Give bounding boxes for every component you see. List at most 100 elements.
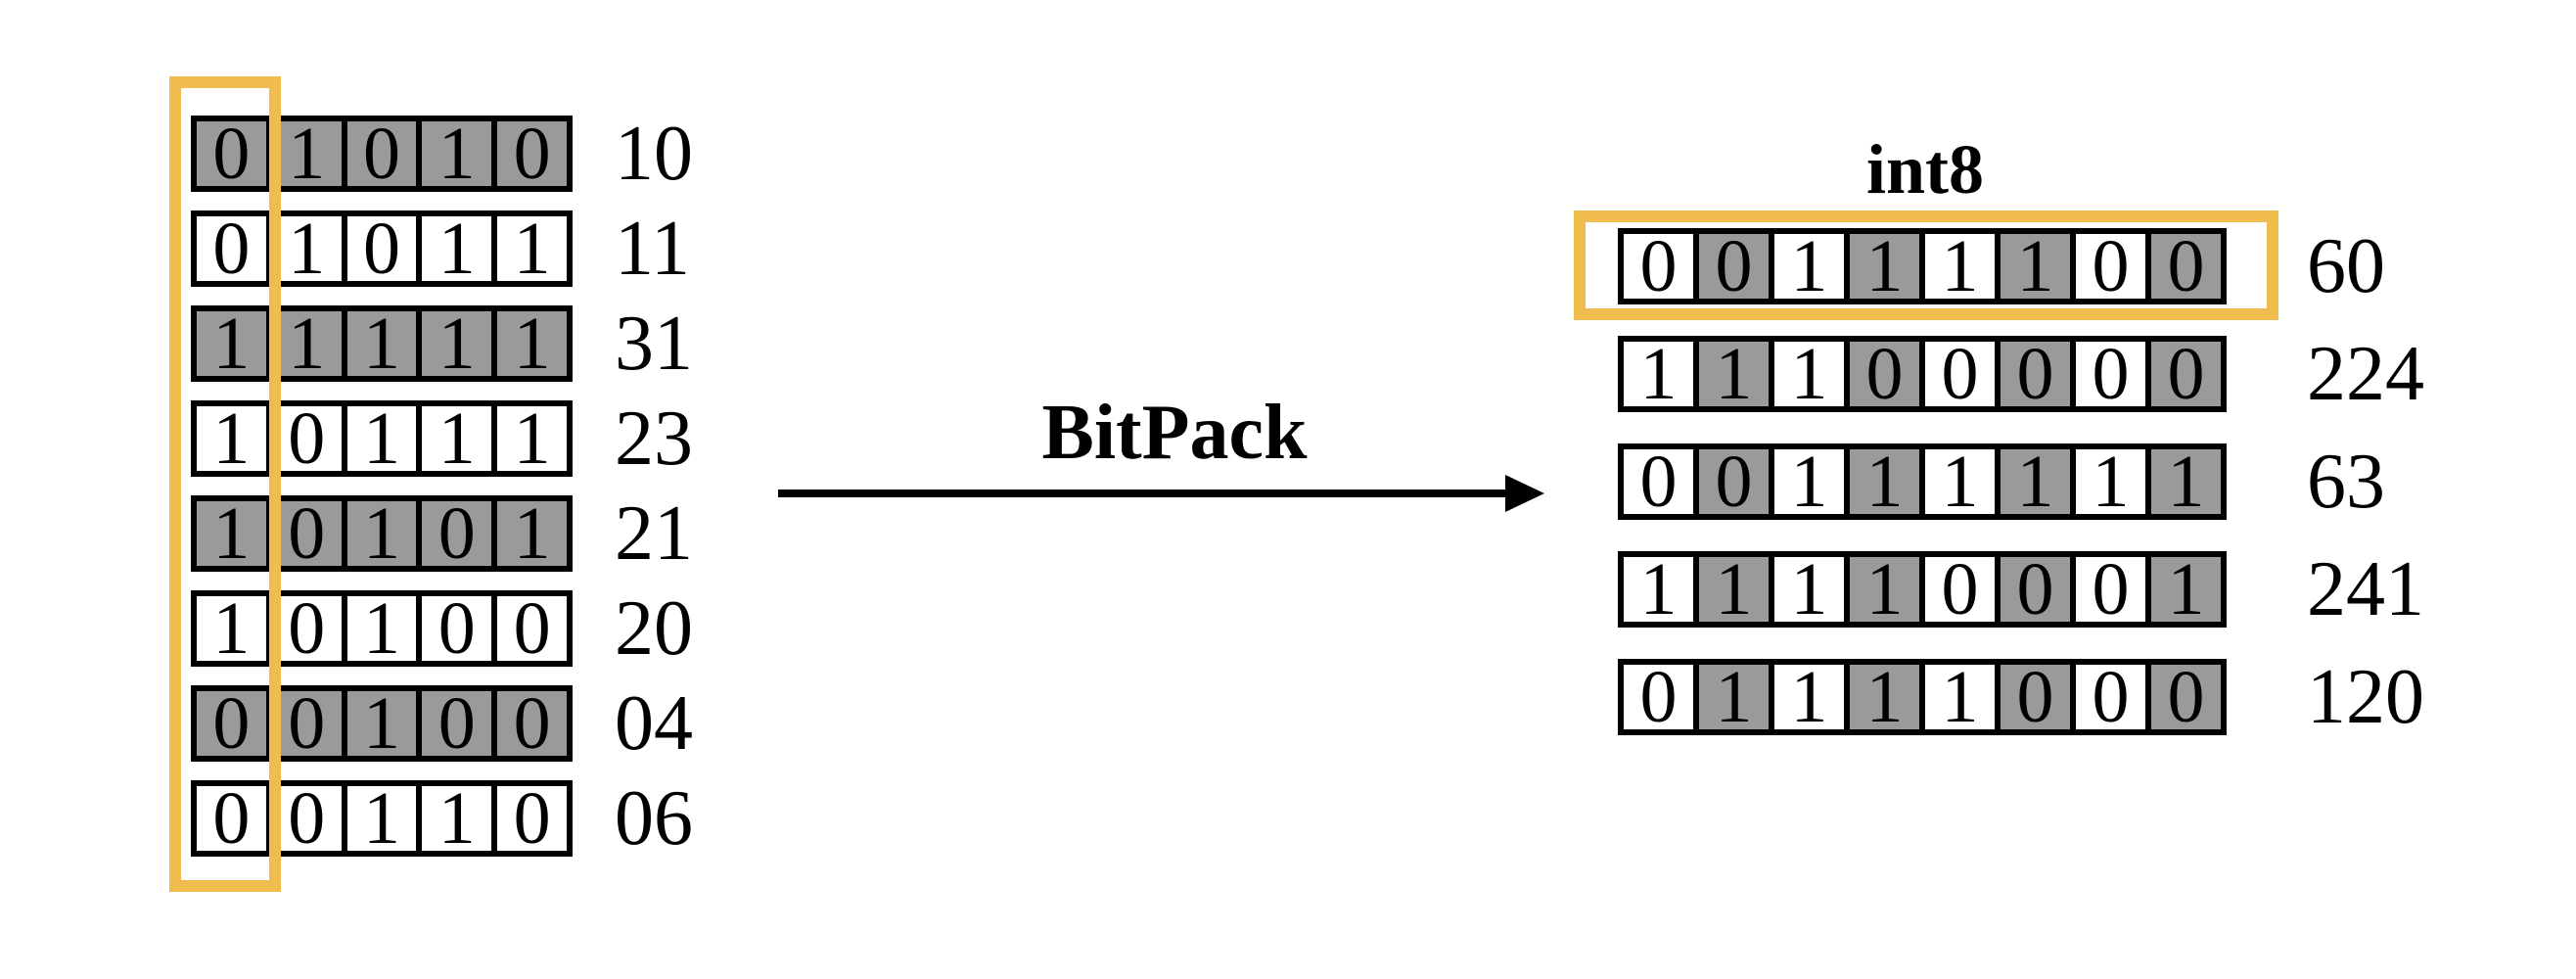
- bit-cell: 1: [1850, 444, 1925, 519]
- bit-cell: 0: [422, 686, 498, 761]
- bit-cell: 1: [1925, 444, 2001, 519]
- row-value: 21: [615, 490, 693, 577]
- bit-cell: 0: [1624, 444, 1699, 519]
- bit-cell: 1: [346, 306, 423, 381]
- bit-row: 0 0 1 1 1 1 0 0: [1618, 228, 2227, 304]
- bit-cell: 0: [1850, 337, 1925, 411]
- row-value: 31: [615, 301, 693, 387]
- bit-cell: 0: [197, 686, 272, 761]
- bit-cell: 0: [271, 686, 347, 761]
- bit-cell: 1: [271, 211, 347, 286]
- row-value: 10: [615, 111, 693, 197]
- bit-row: 1 0 1 0 1: [191, 495, 573, 572]
- bit-row: 1 0 1 0 0: [191, 590, 573, 667]
- row-value: 04: [615, 680, 693, 767]
- bit-cell: 0: [197, 211, 272, 286]
- bit-cell: 1: [271, 306, 347, 381]
- row-value: 60: [2307, 223, 2385, 309]
- bit-cell: 1: [2151, 552, 2221, 627]
- bit-cell: 1: [346, 401, 423, 476]
- arrow-head-icon: [1505, 475, 1544, 512]
- bit-cell: 1: [197, 401, 272, 476]
- bit-cell: 1: [422, 306, 498, 381]
- bit-cell: 1: [2001, 229, 2076, 303]
- bit-cell: 0: [1699, 444, 1774, 519]
- bit-cell: 0: [2076, 660, 2151, 734]
- bit-cell: 1: [497, 401, 567, 476]
- bit-cell: 1: [2076, 444, 2151, 519]
- bit-cell: 0: [422, 591, 498, 666]
- bit-cell: 0: [2076, 337, 2151, 411]
- bit-cell: 0: [2151, 229, 2221, 303]
- bit-cell: 0: [422, 496, 498, 571]
- bit-cell: 0: [271, 591, 347, 666]
- bit-cell: 0: [2151, 660, 2221, 734]
- bit-cell: 0: [1699, 229, 1774, 303]
- arrow-shaft: [778, 490, 1507, 497]
- bit-row: 0 1 0 1 0: [191, 116, 573, 192]
- row-value: 120: [2307, 654, 2424, 740]
- highlight-row-outline: [1574, 210, 2278, 320]
- bit-cell: 1: [1774, 660, 1850, 734]
- bit-row: 0 0 1 1 1 1 1 1: [1618, 443, 2227, 520]
- bit-cell: 1: [1699, 660, 1774, 734]
- bit-cell: 0: [197, 781, 272, 856]
- bit-row: 1 1 1 1 1: [191, 305, 573, 382]
- bit-cell: 0: [1925, 337, 2001, 411]
- bit-cell: 0: [2001, 337, 2076, 411]
- row-value: 11: [615, 206, 691, 292]
- bit-cell: 0: [1624, 229, 1699, 303]
- bit-row: 1 0 1 1 1: [191, 400, 573, 477]
- bit-cell: 1: [1850, 229, 1925, 303]
- row-value: 63: [2307, 439, 2385, 525]
- bit-cell: 0: [346, 211, 423, 286]
- bit-cell: 0: [497, 686, 567, 761]
- bit-cell: 0: [346, 117, 423, 191]
- bit-cell: 0: [497, 117, 567, 191]
- bit-cell: 1: [346, 496, 423, 571]
- row-value: 06: [615, 775, 693, 862]
- bit-cell: 1: [197, 496, 272, 571]
- bit-cell: 1: [1774, 444, 1850, 519]
- bit-row: 0 1 1 1 1 0 0 0: [1618, 659, 2227, 735]
- bit-cell: 1: [1850, 660, 1925, 734]
- bit-cell: 1: [1699, 552, 1774, 627]
- bit-cell: 1: [422, 781, 498, 856]
- bit-cell: 1: [497, 306, 567, 381]
- bit-row: 0 0 1 0 0: [191, 685, 573, 762]
- bit-row: 1 1 1 1 0 0 0 1: [1618, 551, 2227, 628]
- bit-cell: 1: [1925, 229, 2001, 303]
- bit-cell: 1: [497, 496, 567, 571]
- bit-cell: 1: [197, 591, 272, 666]
- arrow-label: BitPack: [1041, 390, 1308, 476]
- bit-cell: 1: [1624, 552, 1699, 627]
- bit-cell: 0: [2001, 552, 2076, 627]
- bit-cell: 0: [2076, 552, 2151, 627]
- bit-cell: 1: [422, 401, 498, 476]
- bit-cell: 0: [197, 117, 272, 191]
- bit-cell: 0: [271, 401, 347, 476]
- bit-cell: 1: [2001, 444, 2076, 519]
- highlight-column-outline: [169, 76, 281, 892]
- row-value: 224: [2307, 331, 2424, 417]
- right-table-title: int8: [1865, 130, 1985, 209]
- bit-cell: 0: [497, 591, 567, 666]
- bit-cell: 1: [271, 117, 347, 191]
- row-value: 20: [615, 585, 693, 672]
- bit-cell: 0: [271, 781, 347, 856]
- bit-cell: 1: [1774, 337, 1850, 411]
- bit-cell: 0: [2076, 229, 2151, 303]
- bit-cell: 1: [422, 117, 498, 191]
- bit-cell: 0: [271, 496, 347, 571]
- bit-cell: 1: [422, 211, 498, 286]
- bit-cell: 0: [1925, 552, 2001, 627]
- bit-cell: 1: [1850, 552, 1925, 627]
- row-value: 241: [2307, 546, 2424, 632]
- bit-cell: 1: [346, 781, 423, 856]
- bit-cell: 1: [346, 686, 423, 761]
- row-value: 23: [615, 396, 693, 482]
- bit-cell: 1: [497, 211, 567, 286]
- bit-cell: 0: [2001, 660, 2076, 734]
- bit-cell: 1: [1624, 337, 1699, 411]
